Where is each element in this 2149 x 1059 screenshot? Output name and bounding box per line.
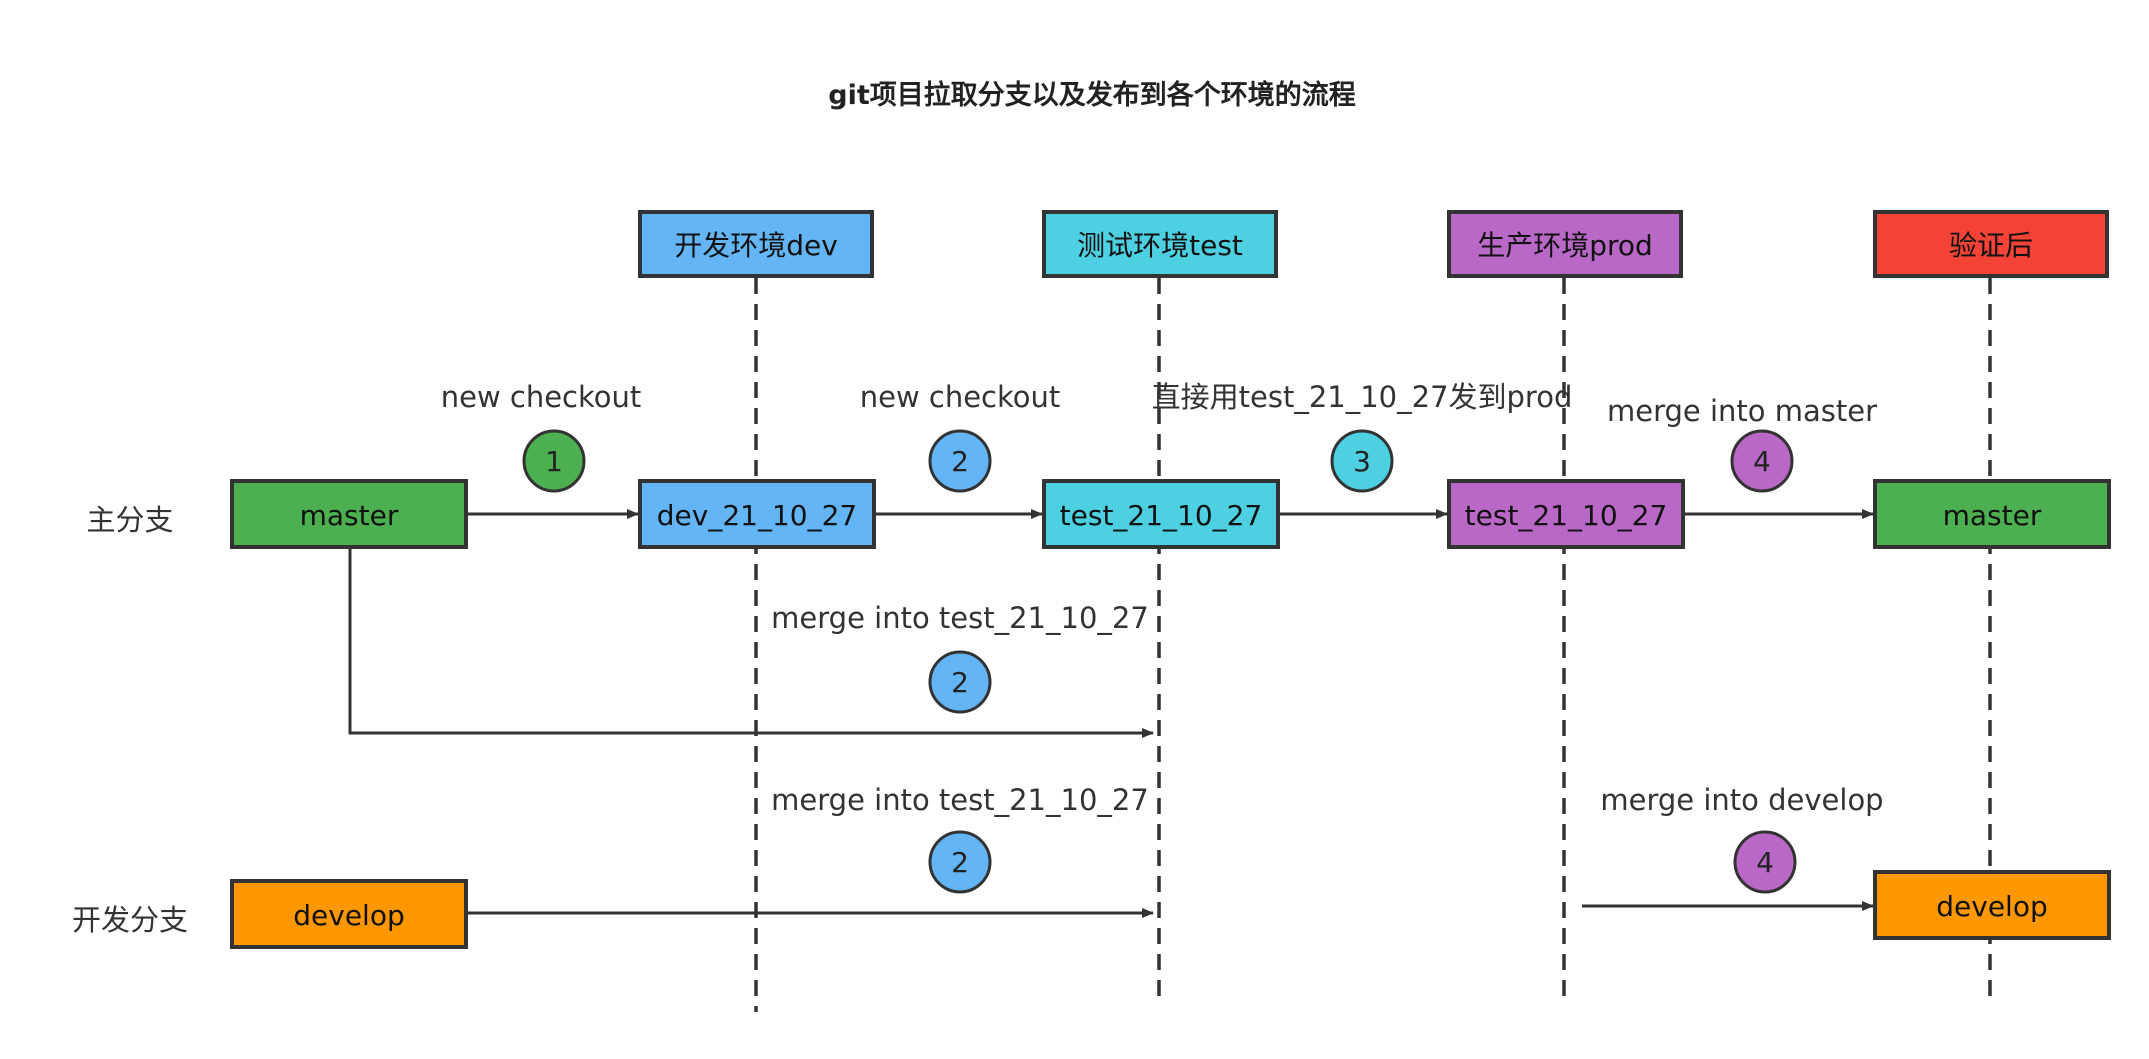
env-header-verified-label: 验证后 <box>1949 229 2033 262</box>
step-badge-1: 1 <box>522 429 586 493</box>
svg-text:1: 1 <box>545 445 563 478</box>
node-test-branch-label: test_21_10_27 <box>1060 499 1263 532</box>
svg-text:3: 3 <box>1353 445 1371 478</box>
node-prod-branch: test_21_10_27 <box>1447 479 1685 549</box>
diagram-title: git项目拉取分支以及发布到各个环境的流程 <box>828 79 1356 111</box>
node-dev-branch: dev_21_10_27 <box>638 479 876 549</box>
node-develop-end-label: develop <box>1936 890 2047 923</box>
node-test-branch: test_21_10_27 <box>1042 479 1280 549</box>
step-badge-2-merge-develop: 2 <box>928 830 992 894</box>
env-header-prod-label: 生产环境prod <box>1477 229 1653 262</box>
lane-label-develop: 开发分支 <box>72 903 188 937</box>
env-header-verified: 验证后 <box>1873 210 2109 278</box>
arrow-master-merge-test <box>348 549 1154 738</box>
node-dev-branch-label: dev_21_10_27 <box>657 499 857 532</box>
node-develop-start: develop <box>230 879 468 949</box>
step-label-merge-into-develop: merge into develop <box>1600 783 1883 817</box>
env-header-dev: 开发环境dev <box>638 210 874 278</box>
step-label-merge-into-master: merge into master <box>1607 394 1877 428</box>
env-header-dev-label: 开发环境dev <box>674 229 838 262</box>
env-header-test: 测试环境test <box>1042 210 1278 278</box>
step-badge-2-checkout: 2 <box>928 429 992 493</box>
step-label-new-checkout-test: new checkout <box>860 380 1061 414</box>
step-badge-2-merge-master: 2 <box>928 650 992 714</box>
node-master-end-label: master <box>1943 499 2042 532</box>
node-master-start: master <box>230 479 468 549</box>
step-label-deploy-prod: 直接用test_21_10_27发到prod <box>1152 380 1573 414</box>
env-header-prod: 生产环境prod <box>1447 210 1683 278</box>
svg-text:2: 2 <box>951 846 969 879</box>
env-header-test-label: 测试环境test <box>1077 229 1243 262</box>
node-develop-start-label: develop <box>293 899 404 932</box>
step-badge-4-master: 4 <box>1730 429 1794 493</box>
svg-text:2: 2 <box>951 445 969 478</box>
step-label-merge-master-into-test: merge into test_21_10_27 <box>771 601 1149 635</box>
node-prod-branch-label: test_21_10_27 <box>1465 499 1668 532</box>
step-badge-4-develop: 4 <box>1733 830 1797 894</box>
step-label-merge-develop-into-test: merge into test_21_10_27 <box>771 783 1149 817</box>
lane-label-main: 主分支 <box>86 503 173 537</box>
step-label-new-checkout-dev: new checkout <box>441 380 642 414</box>
node-master-end: master <box>1873 479 2111 549</box>
node-master-start-label: master <box>300 499 399 532</box>
svg-text:4: 4 <box>1756 846 1774 879</box>
svg-text:4: 4 <box>1753 445 1771 478</box>
step-badge-3: 3 <box>1330 429 1394 493</box>
node-develop-end: develop <box>1873 870 2111 940</box>
svg-text:2: 2 <box>951 666 969 699</box>
